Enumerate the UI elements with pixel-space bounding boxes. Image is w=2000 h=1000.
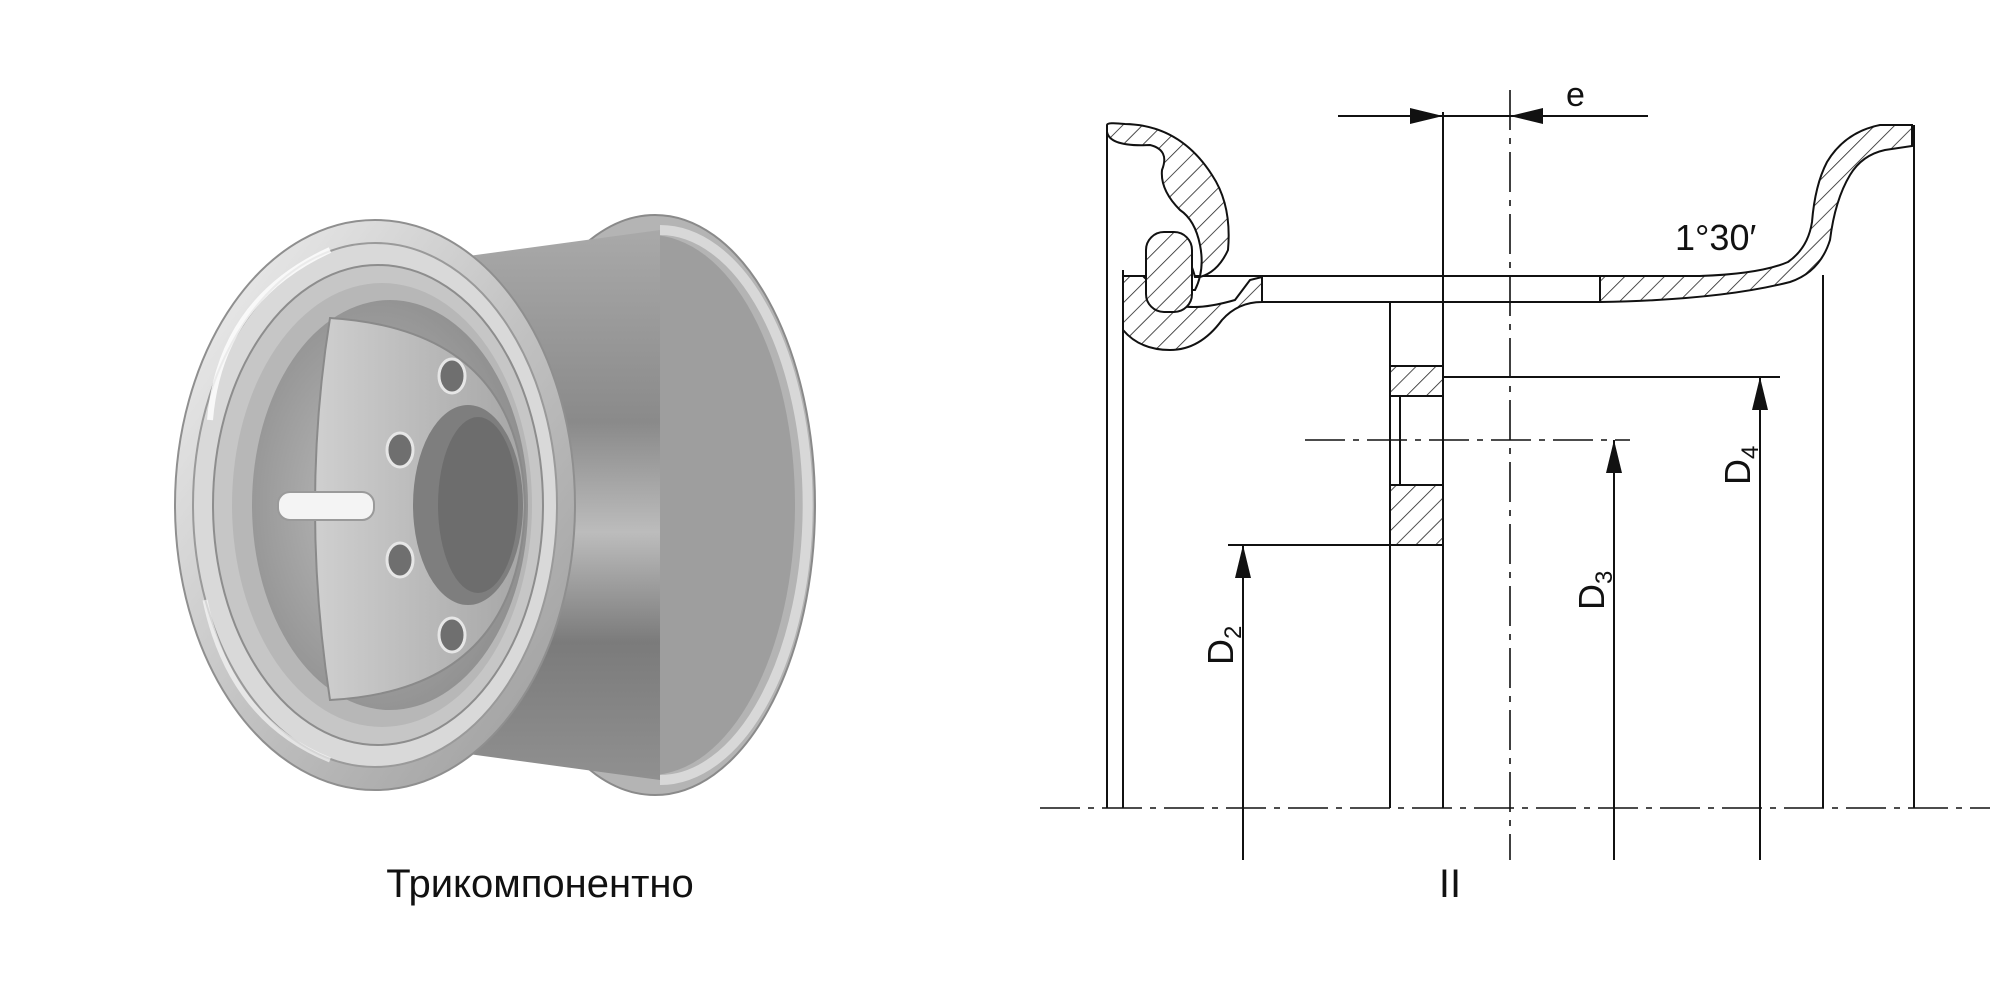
bolt-hole [385, 431, 415, 469]
left-caption: Трикомпонентно [386, 862, 694, 906]
svg-text:D2: D2 [1200, 626, 1247, 665]
valve-slot [277, 491, 375, 521]
lock-ring [1145, 231, 1193, 313]
disc-section-top [1389, 365, 1444, 397]
disc-section-bottom [1389, 484, 1444, 546]
bolt-hole [437, 357, 467, 395]
rim-3d-illustration [174, 214, 816, 796]
right-caption: II [1438, 862, 1462, 906]
taper-angle-label: 1°30′ [1675, 217, 1756, 258]
d2-label: D2 [1200, 626, 1247, 665]
right-flange-section [1599, 124, 1913, 304]
d3-label: D3 [1571, 571, 1618, 610]
offset-label: e [1566, 76, 1585, 114]
svg-text:D4: D4 [1717, 446, 1764, 485]
rim-cross-section-drawing [1040, 90, 1990, 860]
svg-text:D3: D3 [1571, 571, 1618, 610]
bolt-hole [437, 616, 467, 654]
d4-label: D4 [1717, 446, 1764, 485]
bolt-hole [385, 541, 415, 579]
bolt-holes [385, 357, 467, 654]
